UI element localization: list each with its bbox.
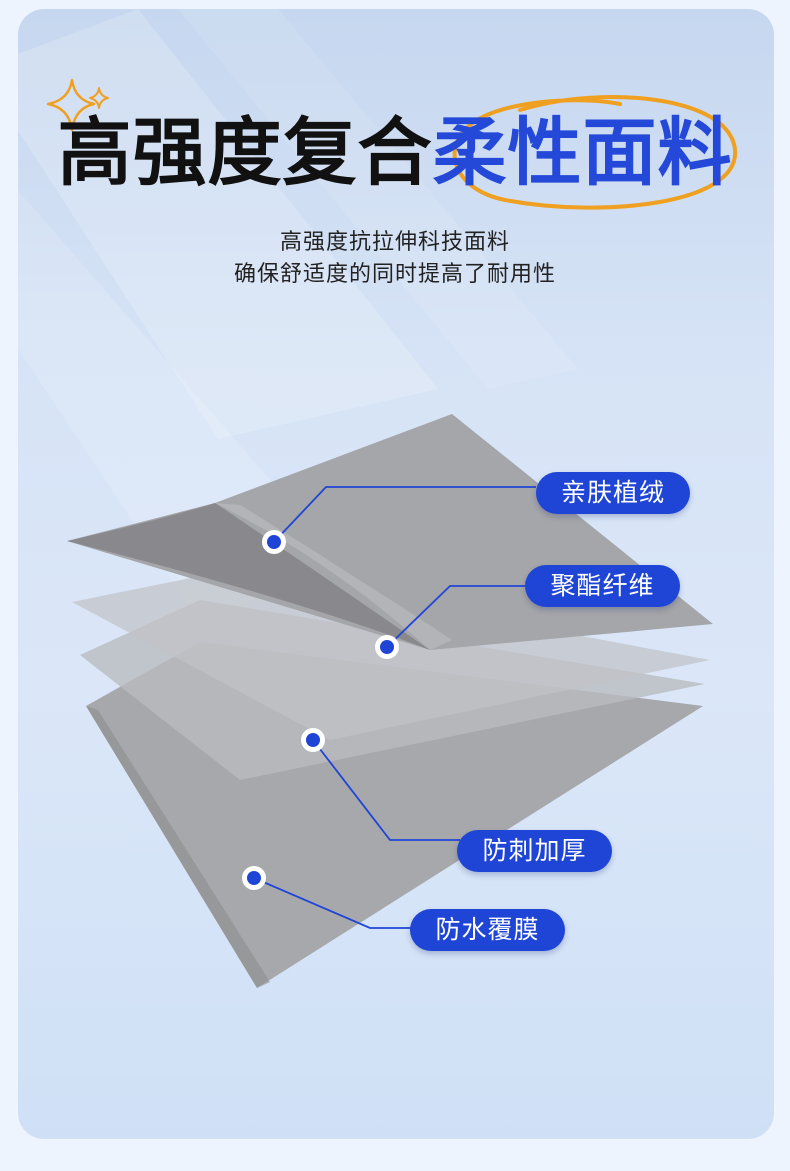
subtitle-line-2: 确保舒适度的同时提高了耐用性 xyxy=(233,262,556,287)
title-part-2: 柔性面料 xyxy=(432,110,733,196)
page-title: 高强度复合柔性面料 xyxy=(0,108,790,198)
label-polyester: 聚酯纤维 xyxy=(525,565,680,607)
marker-dot xyxy=(301,728,325,752)
subtitle-line-1: 高强度抗拉伸科技面料 xyxy=(279,230,510,255)
highlight-swoosh xyxy=(452,95,738,210)
marker-dot xyxy=(375,635,399,659)
marker-dot xyxy=(242,866,266,890)
label-puncture: 防刺加厚 xyxy=(457,830,612,872)
sparkle-icon xyxy=(46,78,109,132)
marker-dot xyxy=(262,530,286,554)
label-flocking: 亲肤植绒 xyxy=(536,472,690,514)
label-waterproof: 防水覆膜 xyxy=(410,909,565,951)
title-part-1: 高强度复合 xyxy=(57,110,433,196)
